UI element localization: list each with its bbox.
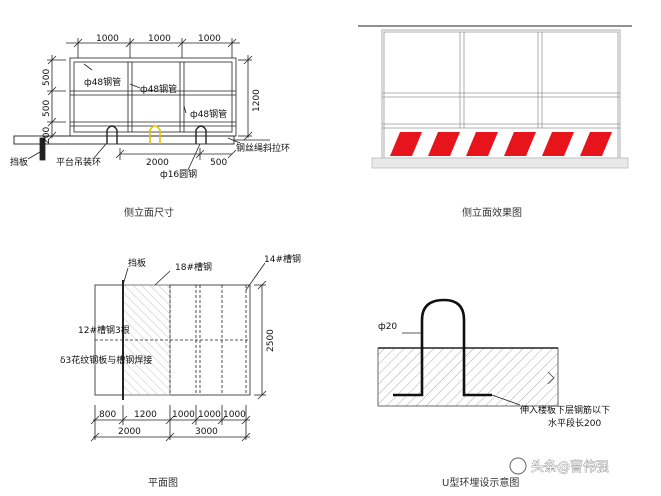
caption-u-ring: U型环埋设示意图 [442,476,519,489]
left-dim-2: 500 [42,100,52,117]
u-ring-note-2: 水平段长200 [548,417,601,429]
floor-slab [377,347,559,407]
watermark: 头条@曹伟强 [509,457,609,475]
plan-view [90,262,267,442]
plan-text: 挡板 18#槽钢 14#槽钢 12#槽钢3根 δ3花纹钢板与槽钢焊接 2500 … [60,253,301,489]
caption-plan: 平面图 [148,477,178,489]
baffle-plate [39,137,46,161]
plan-dim-1000a: 1000 [172,410,195,420]
pipe-label-1: ф48钢管 [84,76,121,88]
pipe-label-2: ф48钢管 [140,83,177,95]
railing-frame [69,57,237,137]
plan-dim-1200: 1200 [134,410,157,420]
plan-channel18-label: 18#槽钢 [175,261,212,273]
platform-base [371,157,629,169]
u-ring-note-1: 伸入楼板下层钢筋以下 [520,404,610,416]
caption-side-dim: 侧立面尺寸 [124,206,174,219]
top-dim-3: 1000 [198,34,221,44]
lifting-ring-label: 平台吊装环 [56,156,101,168]
watermark-text: 头条@曹伟强 [531,459,609,475]
warning-stripes [390,132,612,156]
pipe-label-3: ф48钢管 [190,108,227,120]
left-dim-3: 200 [42,127,52,144]
plan-channel14-label: 14#槽钢 [264,253,301,265]
warning-stripe [580,132,612,156]
warning-stripe [466,132,498,156]
plan-dim-3000: 3000 [195,427,218,437]
top-dim-1: 1000 [96,34,119,44]
plan-dim-2000: 2000 [118,427,141,437]
side-elevation-effect [358,25,632,169]
baffle-label: 挡板 [10,156,28,168]
warning-stripe [390,132,422,156]
left-dim-1: 500 [42,69,52,86]
u-ring-yellow [149,125,161,144]
watermark-logo-icon [509,457,527,475]
u-ring-diagram [377,298,559,407]
u-ring-dia-label: ф20 [378,322,397,332]
round-steel-label: ф16圆钢 [160,168,197,180]
plan-dim-2500: 2500 [266,329,276,352]
wire-rope-label: 钢丝绳斜拉环 [236,142,290,154]
plan-plate-label: δ3花纹钢板与槽钢焊接 [60,354,152,366]
plan-dim-800: 800 [99,410,116,420]
plan-channel12-label: 12#槽钢3根 [78,324,130,336]
plan-baffle-label: 挡板 [128,257,146,269]
warning-stripe [504,132,536,156]
side-elevation-text: 1000 1000 1000 500 500 200 1200 ф48钢管 ф4… [10,34,290,219]
u-ring-bar [393,298,492,397]
bottom-dim-500: 500 [210,158,227,168]
u-ring-text: ф20 伸入楼板下层钢筋以下 水平段长200 U型环埋设示意图 [378,322,610,489]
top-dim-2: 1000 [148,34,171,44]
warning-stripe [542,132,574,156]
warning-stripe [428,132,460,156]
right-dim-1200: 1200 [252,89,262,112]
caption-side-effect: 侧立面效果图 [462,206,522,219]
u-ring-black-1 [106,125,118,144]
u-ring-black-2 [195,125,207,144]
side-elevation-dimensions [13,38,270,171]
plan-dim-1000c: 1000 [223,410,246,420]
plan-dim-1000b: 1000 [198,410,221,420]
bottom-dim-2000: 2000 [146,158,169,168]
